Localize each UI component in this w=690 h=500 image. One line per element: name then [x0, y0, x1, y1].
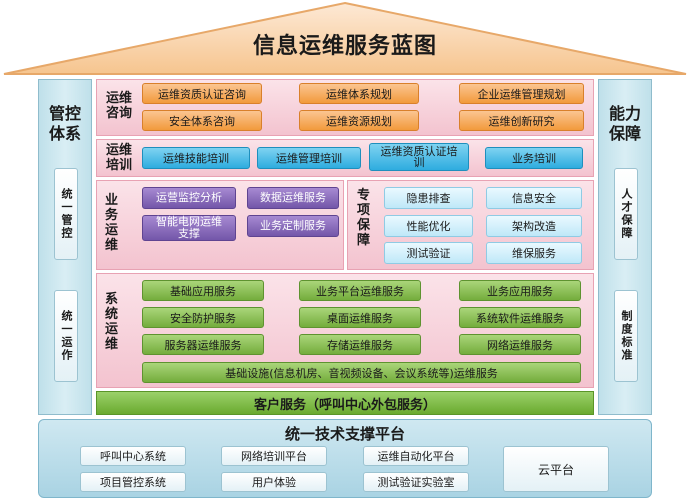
- platform-panel: 统一技术支撑平台 呼叫中心系统 网络培训平台 运维自动化平台 项目管控系统 用户…: [38, 419, 652, 498]
- platform-item: 呼叫中心系统: [80, 446, 186, 466]
- business-ops-band: 业务运维 运营监控分析 数据运维服务 智能电网运维支撑 业务定制服务: [96, 180, 344, 270]
- left-pillar-title: 管控体系: [48, 104, 81, 143]
- system-ops-item: 系统软件运维服务: [459, 307, 581, 328]
- left-pillar-item: 统一运作: [54, 290, 78, 382]
- special-item: 维保服务: [486, 242, 582, 264]
- consulting-item: 运维创新研究: [459, 110, 584, 131]
- training-item: 业务培训: [485, 147, 583, 169]
- platform-item: 运维自动化平台: [363, 446, 469, 466]
- platform-item: 项目管控系统: [80, 472, 186, 492]
- special-item: 架构改造: [486, 215, 582, 237]
- left-pillar: 管控体系 统一管控 统一运作: [38, 79, 92, 415]
- training-label: 运维培训: [105, 143, 132, 173]
- special-item: 性能优化: [384, 215, 473, 237]
- right-pillar-item: 人才保障: [614, 168, 638, 260]
- business-ops-item: 运营监控分析: [142, 187, 236, 209]
- system-ops-item: 桌面运维服务: [299, 307, 421, 328]
- system-ops-band: 系统运维 基础应用服务 业务平台运维服务 业务应用服务 安全防护服务 桌面运维服…: [96, 273, 594, 388]
- business-ops-item: 数据运维服务: [247, 187, 339, 209]
- special-item: 隐患排查: [384, 187, 473, 209]
- consulting-item: 运维资质认证咨询: [142, 83, 262, 104]
- system-ops-label: 系统运维: [104, 292, 118, 352]
- platform-title: 统一技术支撑平台: [284, 425, 405, 443]
- consulting-item: 企业运维管理规划: [459, 83, 584, 104]
- business-ops-item: 智能电网运维支撑: [142, 215, 236, 241]
- consulting-label: 运维咨询: [105, 91, 132, 121]
- customer-service-bar: 客户服务（呼叫中心外包服务）: [96, 391, 594, 415]
- system-ops-item: 安全防护服务: [142, 307, 264, 328]
- special-item: 测试验证: [384, 242, 473, 264]
- right-pillar: 能力保障 人才保障 制度标准: [598, 79, 652, 415]
- special-band: 专项保障 隐患排查 信息安全 性能优化 架构改造 测试验证 维保服务: [347, 180, 594, 270]
- system-ops-item: 业务应用服务: [459, 280, 581, 301]
- infrastructure-item: 基础设施(信息机房、音视频设备、会议系统等)运维服务: [142, 362, 581, 383]
- right-pillar-title: 能力保障: [608, 104, 641, 143]
- business-ops-label: 业务运维: [104, 193, 118, 253]
- cloud-platform: 云平台: [503, 446, 609, 492]
- consulting-band: 运维咨询 运维资质认证咨询 运维体系规划 企业运维管理规划 安全体系咨询 运维资…: [96, 79, 594, 136]
- system-ops-item: 服务器运维服务: [142, 334, 264, 355]
- consulting-item: 运维资源规划: [299, 110, 419, 131]
- special-label: 专项保障: [356, 188, 370, 248]
- consulting-item: 安全体系咨询: [142, 110, 262, 131]
- system-ops-item: 业务平台运维服务: [299, 280, 421, 301]
- consulting-item: 运维体系规划: [299, 83, 419, 104]
- training-item: 运维管理培训: [257, 147, 361, 169]
- platform-item: 测试验证实验室: [363, 472, 469, 492]
- system-ops-item: 基础应用服务: [142, 280, 264, 301]
- right-pillar-item: 制度标准: [614, 290, 638, 382]
- platform-item: 用户体验: [221, 472, 327, 492]
- system-ops-item: 存储运维服务: [299, 334, 421, 355]
- training-band: 运维培训 运维技能培训 运维管理培训 运维资质认证培训 业务培训: [96, 139, 594, 177]
- platform-item: 网络培训平台: [221, 446, 327, 466]
- business-ops-item: 业务定制服务: [247, 215, 339, 237]
- page-title: 信息运维服务蓝图: [252, 34, 437, 59]
- training-item: 运维资质认证培训: [369, 143, 469, 171]
- training-item: 运维技能培训: [142, 147, 250, 169]
- left-pillar-item: 统一管控: [54, 168, 78, 260]
- system-ops-item: 网络运维服务: [459, 334, 581, 355]
- roof: [3, 1, 687, 75]
- special-item: 信息安全: [486, 187, 582, 209]
